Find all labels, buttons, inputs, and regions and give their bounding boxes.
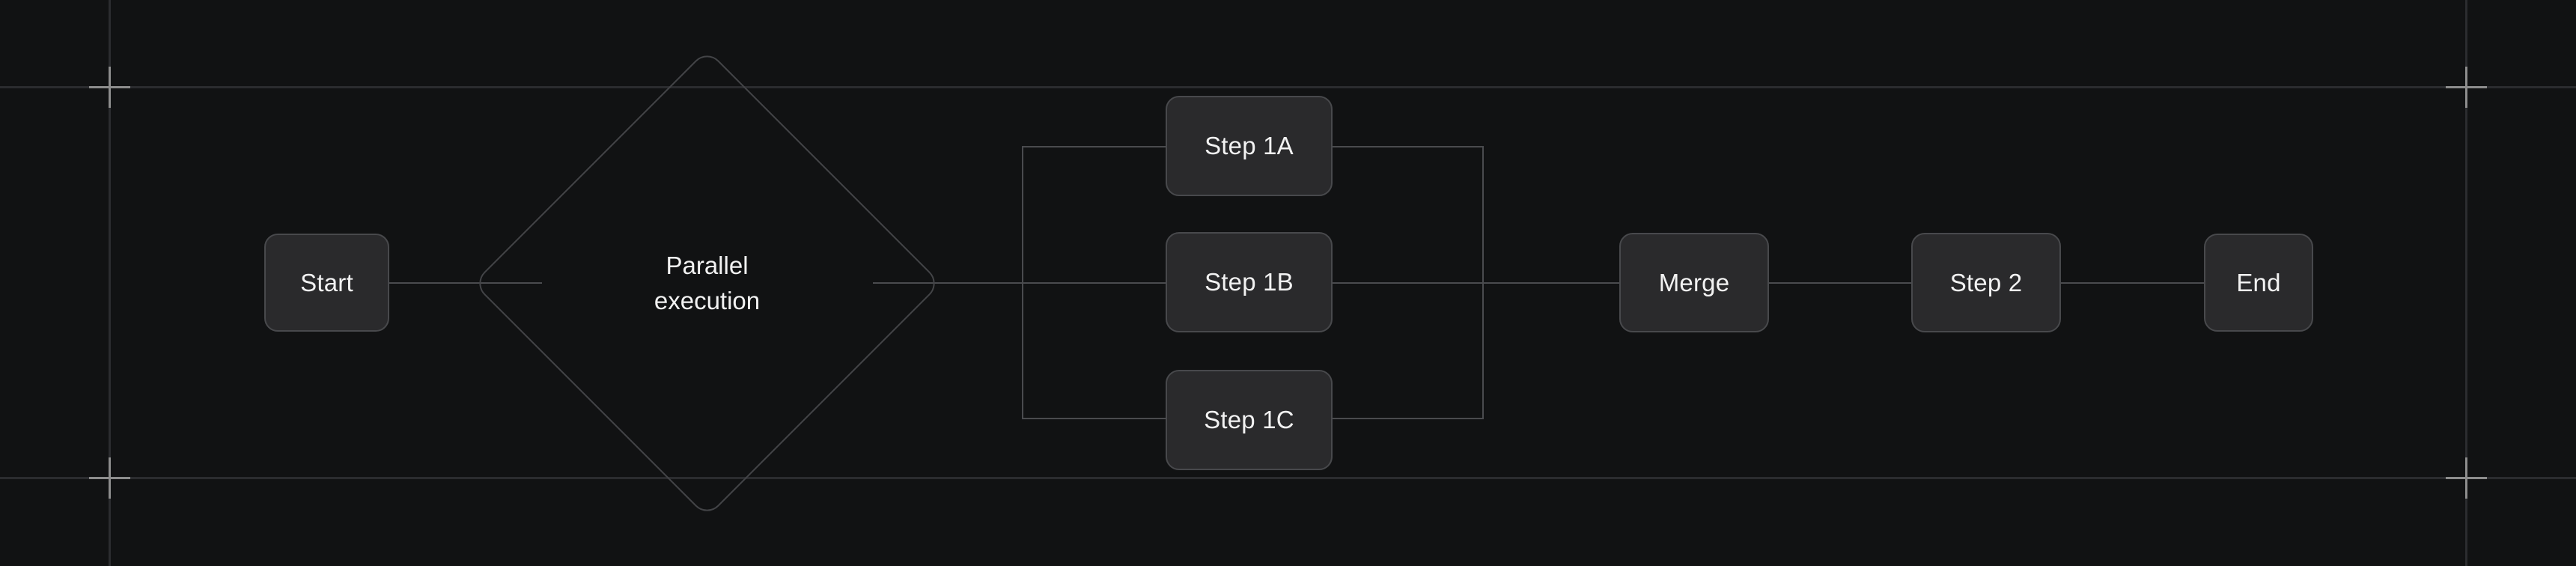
node-step-1b-label: Step 1B <box>1205 268 1294 296</box>
guide-line-horizontal-top <box>0 86 2576 88</box>
edge-fork-to-step1b <box>1022 282 1166 284</box>
guide-line-horizontal-bottom <box>0 477 2576 479</box>
node-end-label: End <box>2236 268 2281 296</box>
guide-line-vertical-left <box>109 0 111 566</box>
edge-merge-to-step2 <box>1769 282 1912 284</box>
edge-step1c-to-join <box>1332 418 1484 419</box>
node-merge[interactable]: Merge <box>1619 233 1769 332</box>
node-step-2-label: Step 2 <box>1949 268 2023 296</box>
crosshair-vertical-arm <box>109 457 111 499</box>
node-step-1b[interactable]: Step 1B <box>1166 232 1333 332</box>
edge-start-to-parallel <box>389 282 542 284</box>
edge-step1a-to-join <box>1332 146 1484 147</box>
edge-join-to-merge <box>1482 282 1620 284</box>
node-step-1c[interactable]: Step 1C <box>1166 370 1333 470</box>
node-step-2[interactable]: Step 2 <box>1911 233 2061 332</box>
crosshair-vertical-arm <box>2465 457 2467 499</box>
node-end[interactable]: End <box>2204 234 2313 332</box>
edge-fork-to-step1a <box>1022 146 1166 147</box>
node-step-1c-label: Step 1C <box>1204 406 1294 433</box>
crosshair-vertical-arm <box>109 67 111 108</box>
node-parallel-execution[interactable]: Parallel execution <box>472 49 942 518</box>
node-step-1a[interactable]: Step 1A <box>1166 96 1333 196</box>
guide-line-vertical-right <box>2465 0 2467 566</box>
edge-step2-to-end <box>2061 282 2205 284</box>
diamond-outline <box>472 49 942 518</box>
node-start[interactable]: Start <box>264 234 389 332</box>
node-start-label: Start <box>300 268 353 296</box>
edge-fork-to-step1c <box>1022 418 1166 419</box>
edge-step1b-to-join <box>1332 282 1484 284</box>
node-step-1a-label: Step 1A <box>1205 132 1294 159</box>
edge-parallel-to-fork <box>873 282 1023 284</box>
node-merge-label: Merge <box>1658 268 1730 296</box>
crosshair-vertical-arm <box>2465 67 2467 108</box>
